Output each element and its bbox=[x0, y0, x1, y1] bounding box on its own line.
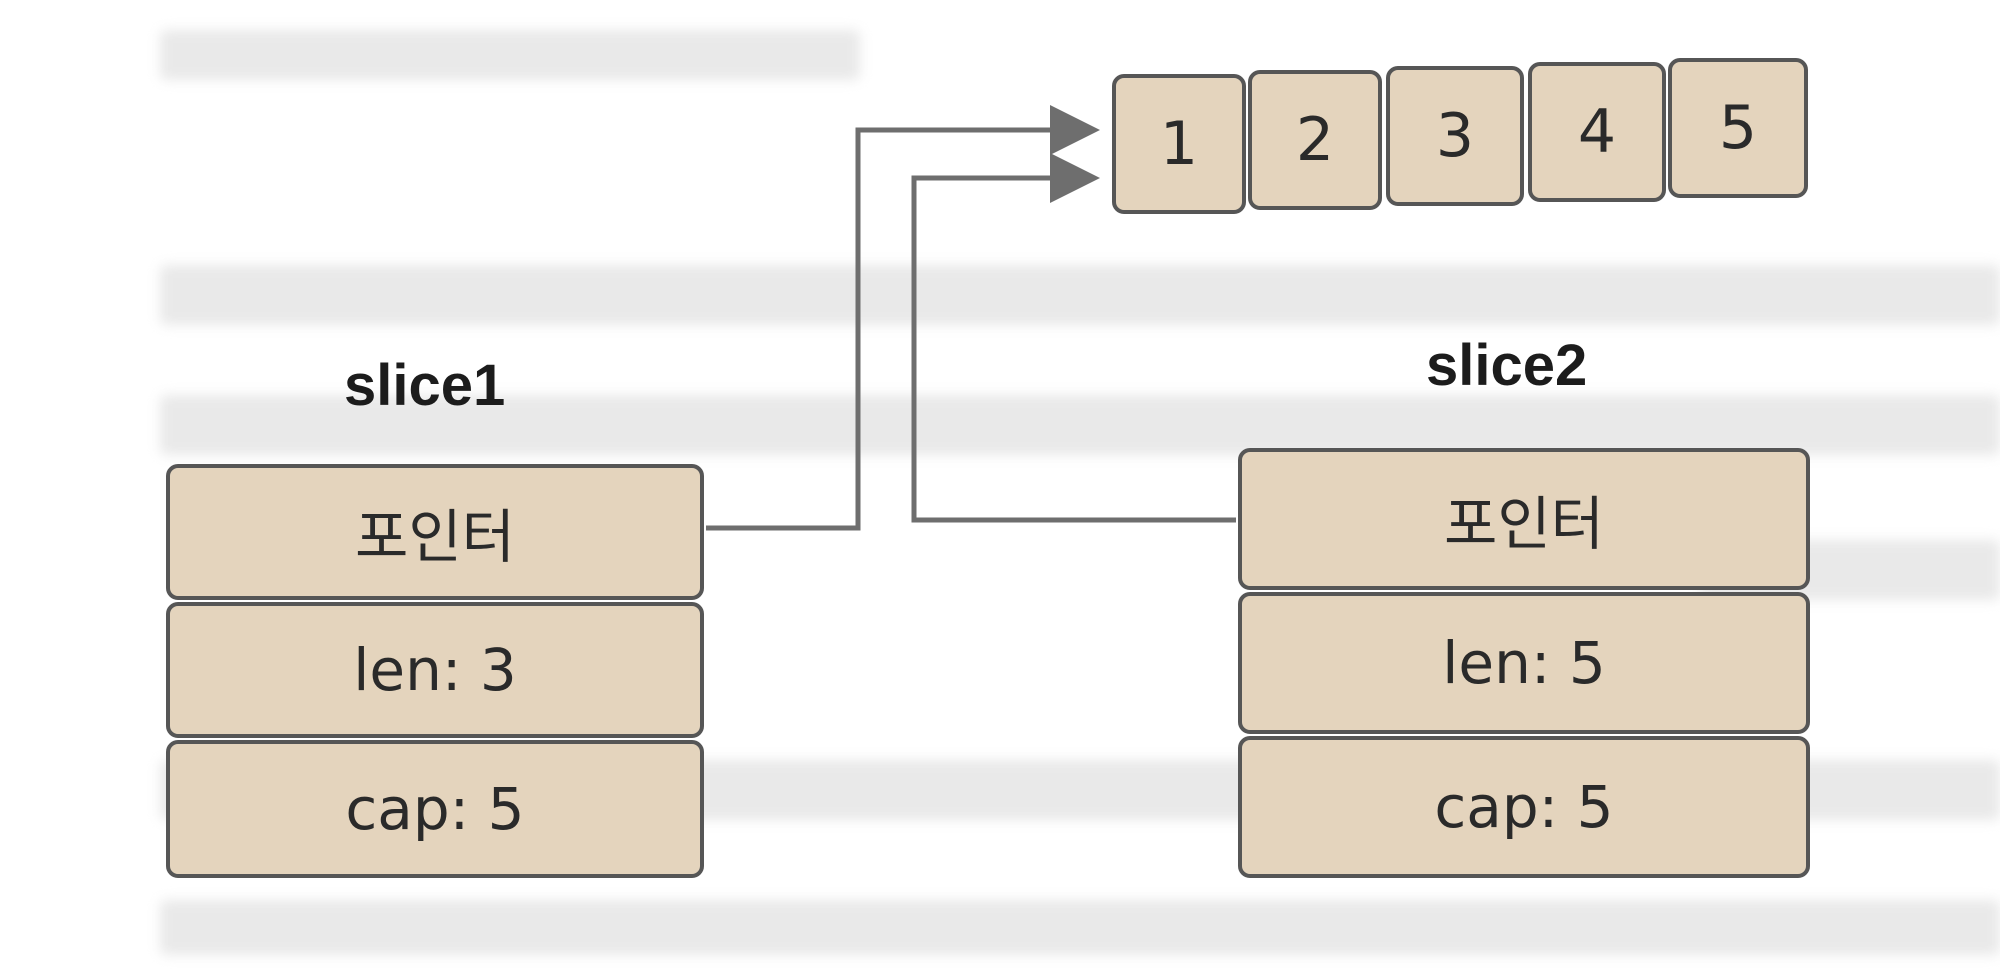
array-element-4: 4 bbox=[1528, 62, 1666, 202]
slice1-len-field: len: 3 bbox=[166, 602, 704, 738]
background-text-band bbox=[160, 900, 2000, 955]
array-element-5: 5 bbox=[1668, 58, 1808, 198]
background-text-band bbox=[160, 265, 2000, 325]
slice1-title: slice1 bbox=[344, 353, 506, 418]
slice2-cap-field: cap: 5 bbox=[1238, 736, 1810, 878]
slice2-pointer-arrow bbox=[911, 153, 1236, 523]
slice1-cap-field: cap: 5 bbox=[166, 740, 704, 878]
slice2-pointer-field: 포인터 bbox=[1238, 448, 1810, 590]
slice1-pointer-field: 포인터 bbox=[166, 464, 704, 600]
background-text-band bbox=[160, 30, 860, 80]
slice2-len-field: len: 5 bbox=[1238, 592, 1810, 734]
array-element-1: 1 bbox=[1112, 74, 1246, 214]
array-element-2: 2 bbox=[1248, 70, 1382, 210]
slice2-title: slice2 bbox=[1426, 333, 1588, 398]
array-element-3: 3 bbox=[1386, 66, 1524, 206]
slice1-pointer-arrow bbox=[706, 105, 1100, 531]
